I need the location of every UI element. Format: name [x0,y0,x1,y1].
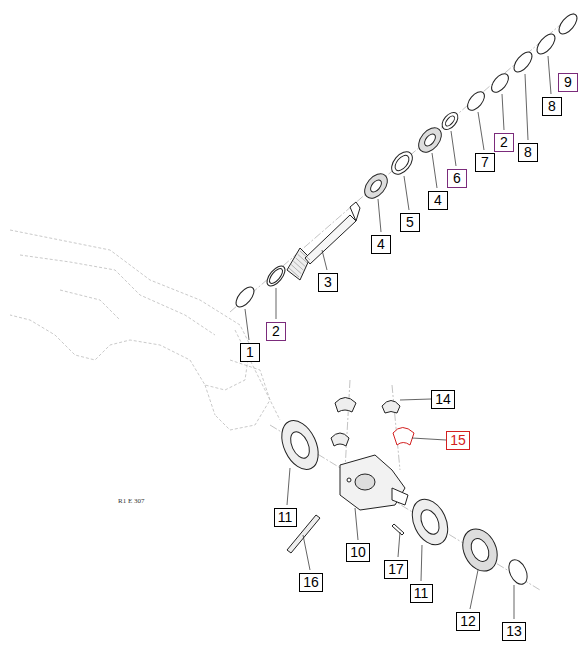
callout-number: 11 [278,509,293,525]
callout-box: 5 [400,213,420,232]
callout-box: 6 [447,169,467,188]
callout-box: 2 [266,322,286,341]
drawing-code: R1 E 307 [118,497,144,505]
callout-number: 8 [548,98,556,114]
callout-number: 12 [460,613,476,629]
callout-number: 2 [272,323,280,339]
center-line [230,12,575,590]
callout-number: 2 [500,134,508,150]
callout-box: 3 [318,273,338,292]
pinion-parts [233,11,580,310]
callout-box: 13 [502,622,526,641]
callout-box: 15 [446,431,470,450]
callout-box: 2 [494,133,514,152]
callout-box: 12 [456,612,480,631]
callout-number: 8 [524,144,532,160]
callout-number: 5 [406,214,414,230]
callout-number: 10 [350,544,366,560]
callout-box: 7 [475,153,495,172]
callout-number: 1 [246,344,254,360]
callout-number: 9 [564,74,572,90]
callout-box: 16 [299,573,323,592]
callout-number: 13 [506,623,522,639]
differential-parts [275,398,531,588]
callout-box: 1 [240,343,260,362]
gear-teeth [289,251,310,277]
callout-box: 14 [431,390,455,409]
callout-box: 8 [542,97,562,116]
callout-number: 11 [414,585,429,601]
callout-number: 16 [303,574,319,590]
callout-number: 6 [453,170,461,186]
callout-number: 15 [450,432,466,448]
callout-box: 10 [346,543,370,562]
callout-number: 4 [434,192,442,208]
callout-number: 17 [388,561,404,577]
axle-housing [10,230,280,430]
callout-box: 11 [274,508,297,527]
callout-box: 4 [371,235,391,254]
callout-number: 7 [481,154,489,170]
leader-line [245,56,551,619]
callout-box: 4 [428,191,448,210]
callout-number: 3 [324,274,332,290]
callout-number: 4 [377,236,385,252]
callout-box: 11 [410,584,433,603]
callout-box: 9 [558,73,578,92]
callout-box: 8 [518,143,538,162]
callout-box: 17 [384,560,408,579]
callout-number: 14 [435,391,451,407]
